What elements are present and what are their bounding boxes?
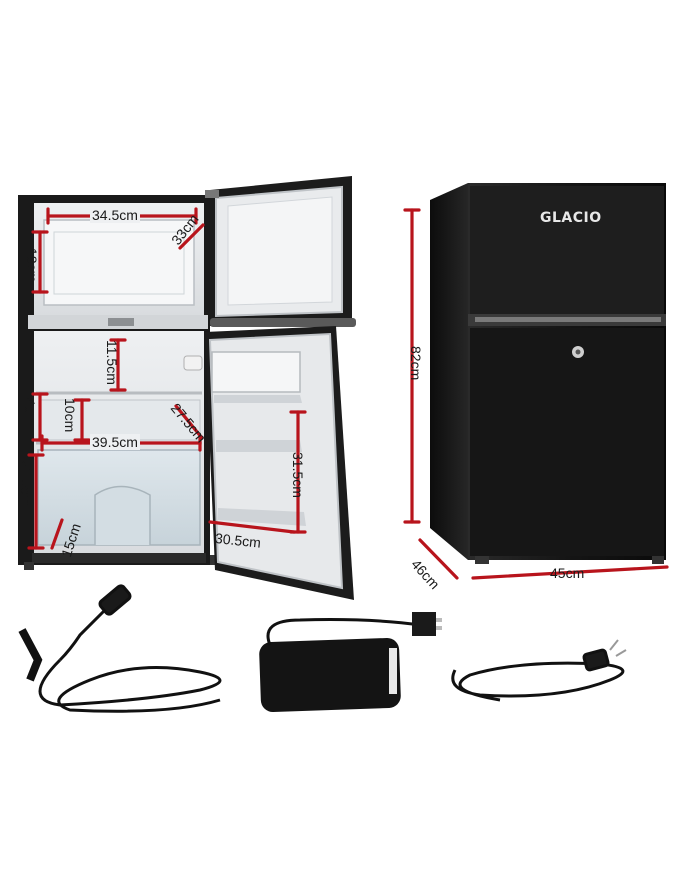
dim-exterior-height: 82cm bbox=[408, 346, 424, 381]
door-handle bbox=[210, 318, 356, 327]
fridge-side bbox=[430, 183, 468, 560]
freezer-box bbox=[43, 219, 195, 306]
dim-shelf-gap: 11.5cm bbox=[104, 340, 120, 385]
car-power-cable-icon bbox=[18, 584, 222, 713]
mains-power-cable-icon bbox=[451, 639, 627, 702]
dim-lower-gap: 4cm bbox=[22, 398, 38, 425]
dim-fridge-width: 39.5cm bbox=[90, 434, 140, 450]
dim-crisper-height: 10cm bbox=[62, 398, 78, 433]
dim-door-height: 31.5cm bbox=[290, 452, 306, 498]
brand-logo: GLACIO bbox=[540, 210, 602, 226]
dim-freezer-width: 34.5cm bbox=[90, 207, 140, 223]
dim-fridge-height: 21.5cm bbox=[18, 460, 34, 506]
ac-adapter-icon bbox=[259, 612, 442, 713]
closed-fridge bbox=[430, 183, 666, 564]
dim-exterior-width: 45cm bbox=[550, 565, 585, 581]
dim-freezer-height: 18cm bbox=[24, 248, 40, 283]
door-shelf bbox=[211, 351, 301, 393]
